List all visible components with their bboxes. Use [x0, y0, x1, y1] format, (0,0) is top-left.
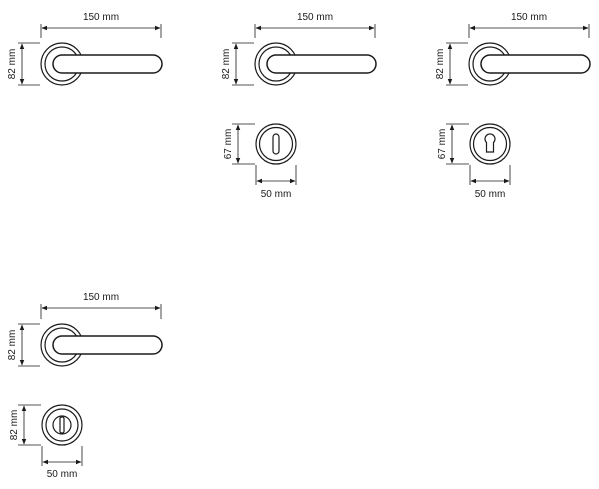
height-label: 82 mm: [7, 330, 18, 361]
width-label: 150 mm: [83, 292, 119, 303]
rosette-thumbturn-drawing: 82 mm 50 mm: [9, 404, 83, 480]
keyhole-slot: [272, 133, 280, 155]
handle-drawing-bottom-left: 150 mm 82 mm: [7, 292, 163, 367]
rosette-keyhole-drawing: 67 mm 50 mm: [223, 123, 297, 200]
width-label: 150 mm: [83, 12, 119, 23]
width-label: 50 mm: [261, 189, 292, 200]
height-label: 82 mm: [435, 49, 446, 80]
rosette-outline: [255, 123, 297, 165]
height-label: 82 mm: [9, 410, 20, 441]
rosette-outline: [469, 123, 511, 165]
height-label: 67 mm: [223, 129, 234, 160]
width-label: 150 mm: [297, 12, 333, 23]
width-label: 150 mm: [511, 12, 547, 23]
handle-drawing-top-left: 150 mm 82 mm: [7, 12, 163, 86]
width-label: 50 mm: [475, 189, 506, 200]
rosette-euro-cylinder-drawing: 67 mm 50 mm: [437, 123, 511, 200]
lever-outline: [480, 54, 591, 74]
lever-outline: [52, 54, 163, 74]
rosette-outline: [41, 404, 83, 446]
handle-drawing-top-right: 150 mm 82 mm: [435, 12, 591, 86]
rosette-inner-outline: [472, 126, 508, 162]
height-label: 67 mm: [437, 129, 448, 160]
thumbturn-bar: [59, 416, 65, 434]
height-label: 82 mm: [7, 49, 18, 80]
thumbturn-knob: [52, 415, 72, 435]
height-label: 82 mm: [221, 49, 232, 80]
euro-cylinder-cutout: [484, 133, 496, 153]
lever-outline: [266, 54, 377, 74]
rosette-inner-outline: [45, 408, 79, 442]
rosette-inner-outline: [258, 126, 294, 162]
handle-drawing-top-middle: 150 mm 82 mm: [221, 12, 377, 86]
width-label: 50 mm: [47, 469, 78, 480]
lever-outline: [52, 335, 163, 355]
